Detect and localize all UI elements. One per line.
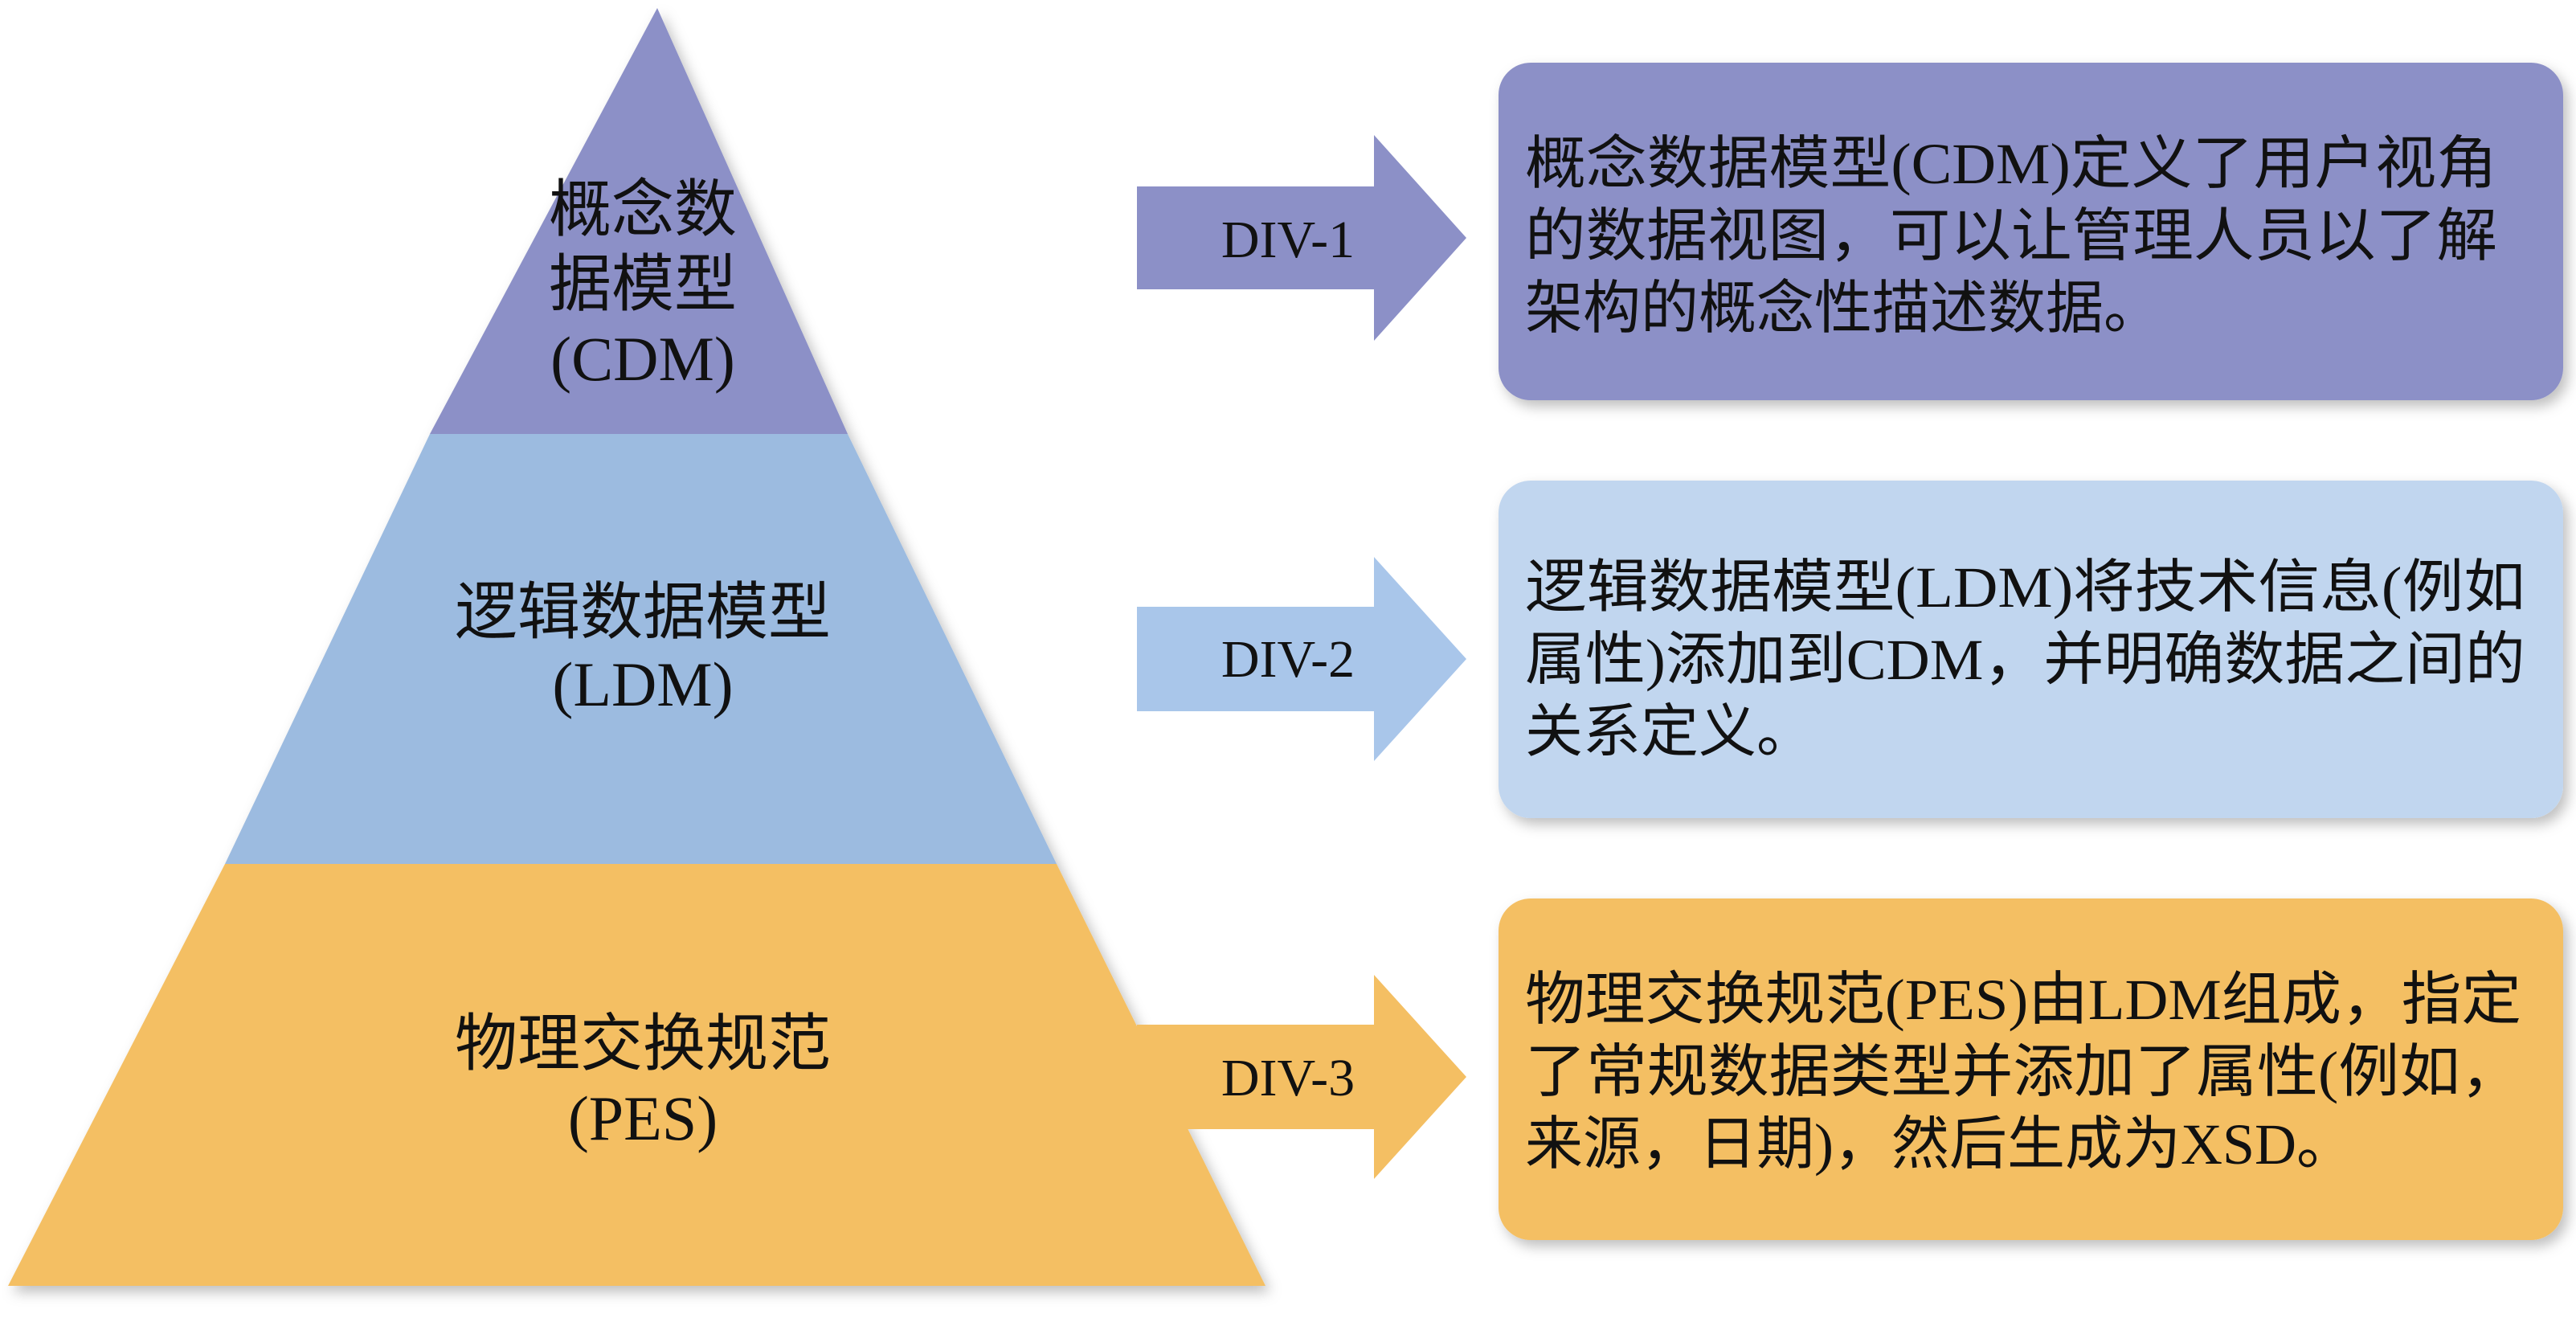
description-box-cdm (1499, 63, 2563, 400)
box-cdm-line-1: 概念数据模型(CDM)定义了用户视角 (1525, 132, 2497, 196)
arrow-div-2 (1137, 557, 1466, 761)
arrow-div-3 (1137, 975, 1466, 1179)
pyramid-top-label-1: 概念数 (549, 174, 737, 244)
arrow-label-div-1: DIV-1 (1221, 211, 1355, 269)
arrow-div-1 (1137, 135, 1466, 341)
pyramid-bottom-label-1: 物理交换规范 (455, 1009, 831, 1079)
pyramid-bottom-label-2: (PES) (568, 1083, 718, 1153)
box-ldm-line-3: 关系定义。 (1525, 700, 1814, 764)
pyramid-middle-label-1: 逻辑数据模型 (455, 577, 831, 647)
pyramid-bottom-layer (8, 864, 1266, 1286)
box-pes-line-3: 来源，日期)，然后生成为XSD。 (1525, 1112, 2354, 1177)
pyramid-top-label-3: (CDM) (550, 324, 735, 394)
pyramid-middle-layer (225, 434, 1057, 864)
pyramid-top-label-2: 据模型 (549, 249, 737, 319)
pyramid-top-layer (430, 8, 848, 434)
description-box-ldm (1499, 481, 2563, 818)
arrows (1137, 135, 1466, 1179)
box-ldm-line-2: 属性)添加到CDM，并明确数据之间的 (1525, 628, 2525, 692)
description-boxes (1499, 63, 2563, 1240)
arrow-label-div-2: DIV-2 (1221, 630, 1355, 689)
arrow-label-div-3: DIV-3 (1221, 1049, 1355, 1107)
box-cdm-line-2: 的数据视图，可以让管理人员以了解 (1525, 204, 2497, 268)
description-box-pes (1499, 898, 2563, 1240)
pyramid-middle-label-2: (LDM) (552, 649, 733, 719)
box-cdm-line-3: 架构的概念性描述数据。 (1525, 276, 2161, 341)
box-ldm-line-1: 逻辑数据模型(LDM)将技术信息(例如 (1525, 555, 2525, 620)
box-pes-line-2: 了常规数据类型并添加了属性(例如， (1525, 1040, 2521, 1104)
box-pes-line-1: 物理交换规范(PES)由LDM组成，指定 (1525, 968, 2521, 1032)
pyramid (8, 8, 1266, 1286)
